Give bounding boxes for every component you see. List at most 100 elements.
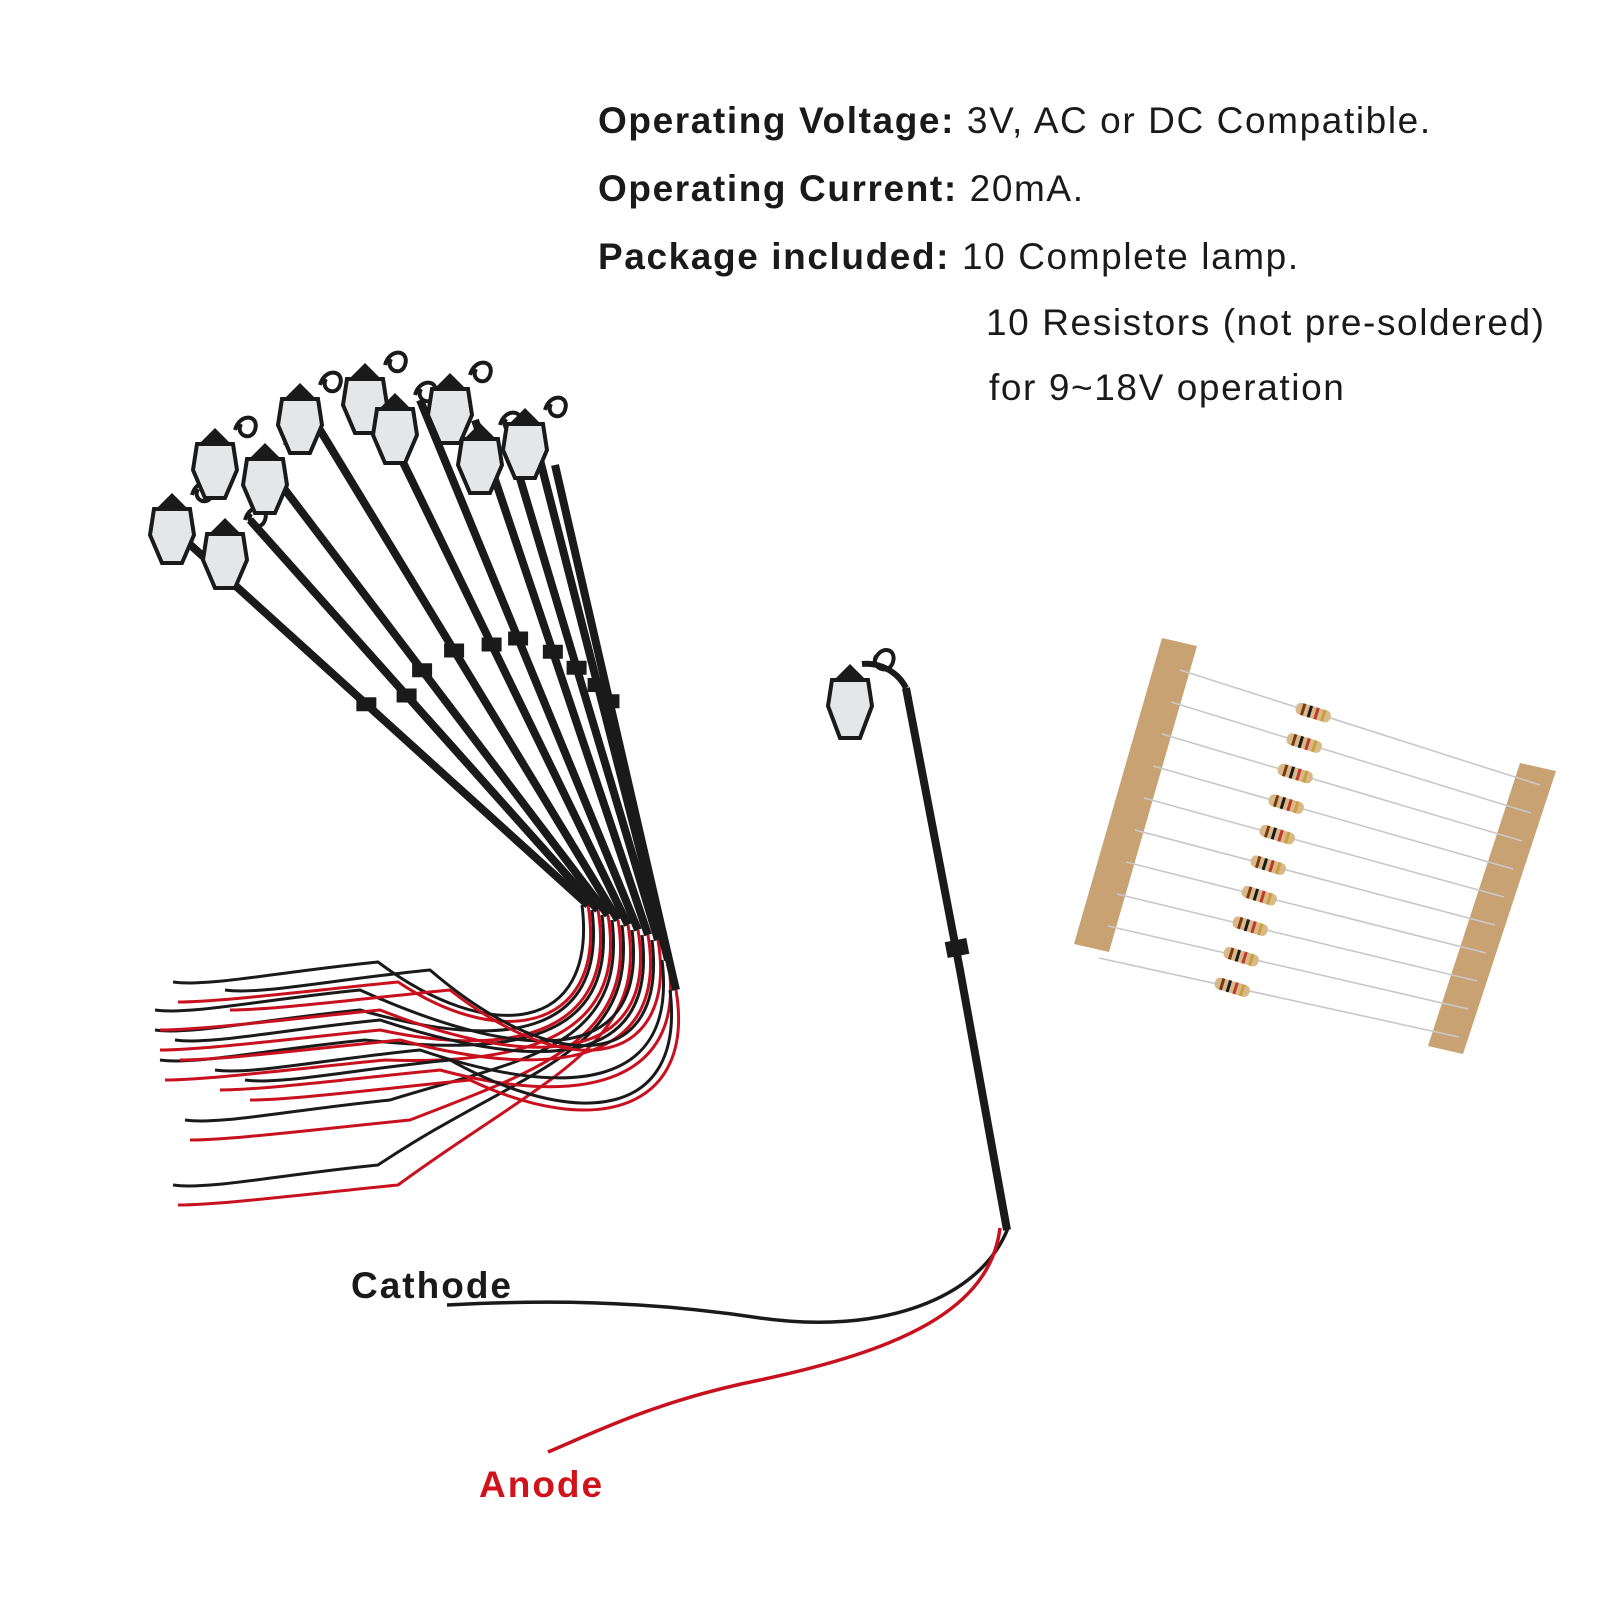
bundle-pole: [266, 467, 612, 918]
resistor-band: [1297, 735, 1305, 749]
pole-collar: [508, 631, 529, 646]
bundle-cathode-wire: [174, 934, 645, 1054]
package-resistors: 10 Resistors (not pre-soldered): [986, 302, 1546, 343]
resistor-tape-strip: [1074, 638, 1556, 1054]
resistor-lead: [1134, 829, 1496, 926]
pole-collar: [566, 660, 587, 675]
resistor-band: [1241, 951, 1248, 964]
bundle-anode-wire: [179, 934, 652, 1062]
resistor-band: [1250, 921, 1257, 934]
lamp-cap: [284, 383, 316, 399]
bundle-anode-wire: [189, 919, 622, 1142]
spec-voltage: Operating Voltage: 3V, AC or DC Compatib…: [598, 100, 1432, 141]
resistor-band: [1288, 766, 1296, 779]
spec-package: Package included: 10 Complete lamp.: [598, 236, 1300, 277]
lamp-scroll: [233, 415, 258, 439]
resistor-lead: [1143, 797, 1505, 898]
resistor-lead: [1116, 893, 1478, 982]
resistor-band: [1302, 770, 1309, 783]
bundle-anode-wire: [249, 989, 680, 1112]
resistor-band: [1254, 855, 1262, 869]
resistor-band: [1239, 984, 1246, 997]
bundle-pole: [471, 418, 652, 937]
lamp-cap: [349, 363, 381, 379]
resistor-band: [1290, 733, 1298, 747]
resistor-body: [1223, 946, 1259, 967]
single-lamp: [446, 648, 1011, 1454]
lamp-head: [275, 397, 325, 455]
spec-current: Operating Current: 20mA.: [598, 168, 1085, 209]
bundle-anode-wire: [159, 929, 642, 1049]
lamp-heads: [147, 350, 568, 590]
resistor-lead: [1098, 957, 1460, 1038]
lamp-scroll: [318, 370, 343, 394]
tape-left: [1074, 638, 1197, 952]
resistor-band: [1227, 947, 1235, 960]
lamp-scroll: [383, 350, 408, 374]
resistor-band: [1248, 953, 1255, 966]
bundle-pole: [316, 427, 622, 923]
bundle-anode-wire: [219, 959, 672, 1092]
lamp-head: [455, 437, 505, 495]
bundle-pole: [376, 413, 632, 927]
lamp-bundle: [154, 398, 680, 1207]
resistor-band: [1304, 737, 1311, 751]
resistor-band: [1218, 977, 1226, 991]
package-operation: for 9~18V operation: [989, 367, 1346, 408]
lamp-cap: [156, 493, 188, 509]
resistor-lead: [1170, 701, 1532, 814]
resistor-band: [1311, 739, 1318, 753]
resistor-body: [1295, 702, 1331, 723]
lamp-scroll: [468, 360, 493, 384]
resistor-band: [1281, 764, 1289, 777]
resistor-body: [1277, 763, 1313, 784]
lamp-cap: [464, 423, 496, 439]
pole-collar: [599, 694, 620, 709]
single-lamp-pole: [902, 687, 1011, 1231]
bundle-pole: [506, 443, 662, 942]
resistor-band: [1268, 859, 1275, 873]
lamp-cap: [509, 408, 541, 424]
resistor-lead: [1152, 765, 1514, 870]
resistor-band: [1277, 829, 1284, 842]
single-lamp-scroll: [872, 648, 896, 672]
lamp-scroll: [543, 395, 568, 419]
resistor-band: [1232, 982, 1239, 995]
pole-collar: [481, 637, 502, 652]
resistor-band: [1234, 949, 1242, 962]
single-lamp-cathode-wire: [446, 1227, 1010, 1324]
resistor-body: [1268, 794, 1304, 814]
resistor-band: [1275, 862, 1282, 875]
resistor-band: [1295, 768, 1302, 781]
resistor-body: [1241, 885, 1277, 906]
resistor-band: [1261, 857, 1269, 871]
resistor-band: [1259, 890, 1266, 903]
resistor-band: [1236, 916, 1244, 930]
resistor-band: [1313, 707, 1320, 720]
lamp-head: [190, 442, 240, 500]
lamp-head: [500, 422, 550, 480]
pole-collar: [542, 644, 563, 659]
resistor-band: [1284, 831, 1291, 844]
bundle-pole: [551, 464, 680, 991]
lamp-cap: [379, 393, 411, 409]
resistor-band: [1286, 798, 1293, 812]
resistor-band: [1299, 703, 1307, 716]
resistor-body: [1214, 977, 1250, 997]
single-lamp-head: [825, 678, 875, 740]
bundle-pole: [182, 537, 591, 908]
bundle-anode-wire: [164, 914, 612, 1082]
resistor-band: [1252, 888, 1260, 901]
lamp-head: [147, 507, 197, 565]
resistor-band: [1266, 892, 1273, 905]
resistor-band: [1225, 980, 1233, 993]
tape-right: [1428, 763, 1556, 1054]
resistor-band: [1243, 918, 1251, 932]
lamp-cap: [209, 518, 241, 534]
bundle-cathode-wire: [172, 924, 625, 1188]
lamp-cap: [434, 373, 466, 389]
lamp-head: [200, 532, 250, 590]
bundle-anode-wire: [229, 939, 662, 1052]
resistor-band: [1320, 709, 1327, 722]
